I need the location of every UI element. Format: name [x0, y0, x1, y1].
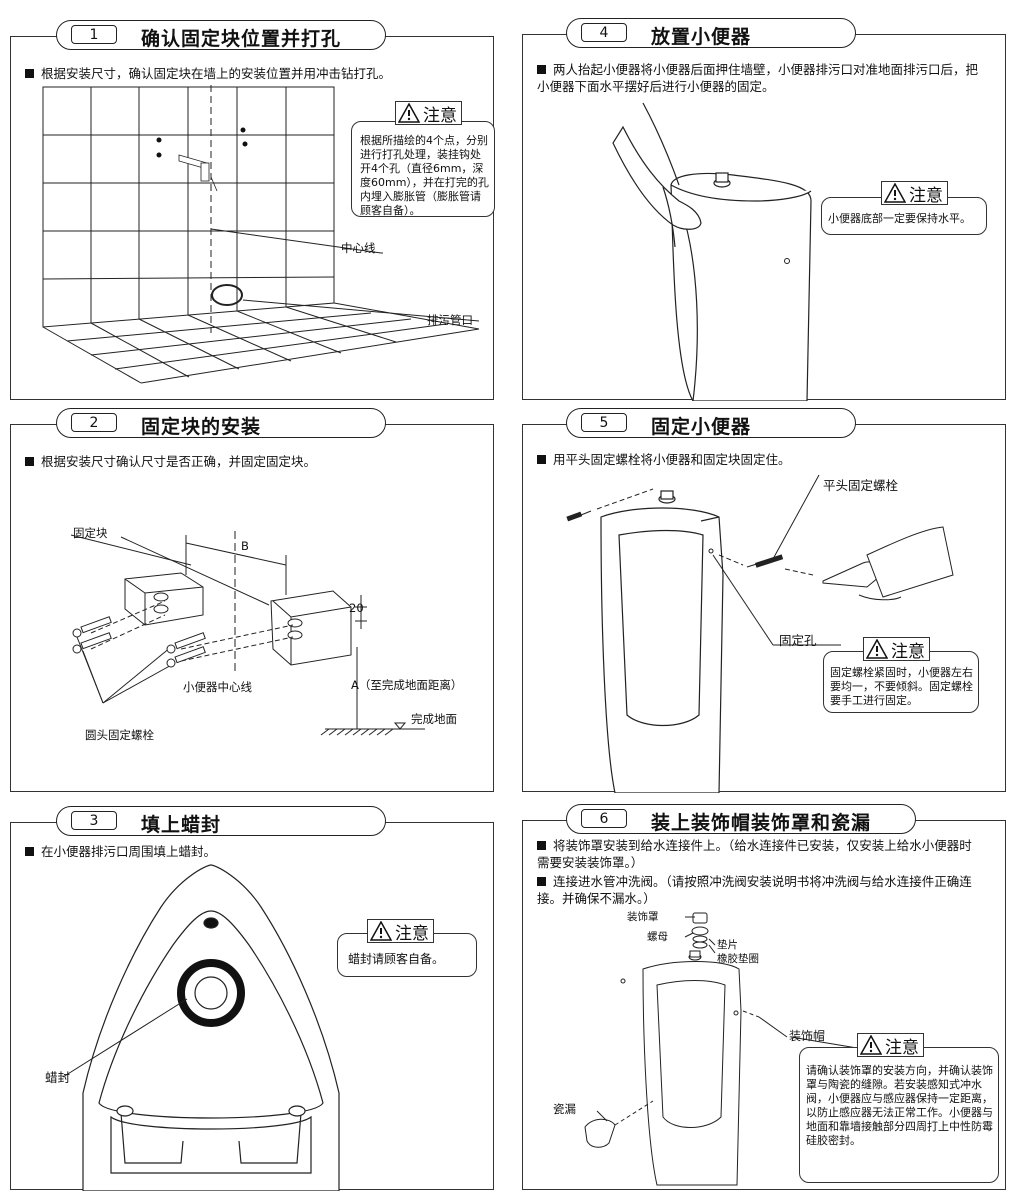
- bullet-icon: [25, 457, 34, 466]
- dimension-b-label: B: [241, 539, 249, 553]
- bullet-icon: [537, 841, 546, 850]
- wall-grid-illustration: [42, 85, 480, 384]
- block-label: 固定块: [73, 526, 108, 540]
- warning-icon: [860, 1035, 882, 1055]
- bullet-icon: [537, 877, 546, 886]
- note-text: 根据所描绘的4个点，分别进行打孔处理，装挂钩处开4个孔（直径6mm，深度60mm…: [360, 134, 489, 217]
- accessories-illustration: [584, 912, 864, 1186]
- urinal-placement-illustration: [612, 102, 812, 401]
- warning-icon: [866, 639, 888, 659]
- step-4-text: 两人抬起小便器将小便器后面押住墙壁，小便器排污口对准地面排污口后，把小便器下面水…: [537, 62, 979, 94]
- step-1-note: 根据所描绘的4个点，分别进行打孔处理，装挂钩处开4个孔（直径6mm，深度60mm…: [351, 121, 495, 217]
- note-text: 蜡封请顾客自备。: [348, 952, 445, 966]
- step-1-panel: 根据安装尺寸，确认固定块在墙上的安装位置并用冲击钻打孔。 中心线 排污管口 根据…: [10, 36, 495, 400]
- step-title: 固定块的安装: [141, 416, 262, 438]
- note-tag: 注意: [367, 919, 434, 944]
- step-number: 1: [71, 25, 117, 44]
- warning-icon: [370, 921, 392, 941]
- step-number: 4: [581, 23, 627, 42]
- rubber-washer-label: 橡胶垫圈: [717, 953, 759, 965]
- step-6-note: 请确认装饰罩的安装方向，并确认装饰罩与陶瓷的缝隙。若安装感知式冲水阀，小便器应与…: [799, 1047, 999, 1183]
- step-title: 固定小便器: [651, 416, 752, 438]
- step-2-header: 2 固定块的安装: [56, 408, 386, 438]
- drain-label: 排污管口: [427, 313, 473, 327]
- note-tag: 注意: [857, 1033, 924, 1058]
- note-tag: 注意: [863, 637, 930, 662]
- warning-icon: [884, 183, 906, 203]
- note-text: 请确认装饰罩的安装方向，并确认装饰罩与陶瓷的缝隙。若安装感知式冲水阀，小便器应与…: [806, 1064, 993, 1147]
- bolt-label: 平头固定螺栓: [823, 478, 899, 493]
- step-3-header: 3 填上蜡封: [56, 806, 386, 836]
- step-2-panel: 根据安装尺寸确认尺寸是否正确，并固定固定块。: [10, 424, 494, 792]
- floor-label: 完成地面: [411, 712, 457, 726]
- urinal-fixing-illustration: [566, 474, 954, 793]
- step-1-header: 1 确认固定块位置并打孔: [56, 20, 386, 50]
- bullet-icon: [537, 455, 546, 464]
- fixing-block-illustration: [70, 531, 425, 736]
- nut-label: 螺母: [647, 931, 668, 943]
- step-5-header: 5 固定小便器: [566, 408, 856, 438]
- step-4-panel: 两人抬起小便器将小便器后面押住墙壁，小便器排污口对准地面排污口后，把小便器下面水…: [522, 34, 1006, 401]
- note-text: 固定螺栓紧固时，小便器左右要均一，不要倾斜。固定螺栓要手工进行固定。: [830, 666, 973, 707]
- step-title: 放置小便器: [651, 26, 752, 48]
- step-title: 确认固定块位置并打孔: [141, 28, 342, 50]
- step-title: 装上装饰帽装饰罩和瓷漏: [651, 812, 872, 834]
- step-number: 2: [71, 413, 117, 432]
- step-4-header: 4 放置小便器: [566, 18, 856, 48]
- dimension-a-label: A（至完成地面距离）: [351, 678, 463, 692]
- wax-seal-label: 蜡封: [45, 1070, 71, 1085]
- step-3-text: 在小便器排污口周围填上蜡封。: [25, 843, 485, 860]
- step-number: 3: [71, 811, 117, 830]
- step-3-panel: 在小便器排污口周围填上蜡封。 蜡封 蜡封请顾客自备。 注意: [10, 822, 494, 1191]
- bullet-icon: [25, 69, 34, 78]
- centerline-label: 中心线: [341, 241, 376, 255]
- note-tag: 注意: [395, 101, 462, 126]
- bolt-label: 圆头固定螺栓: [85, 728, 154, 742]
- step-6-panel: 将装饰罩安装到给水连接件上。（给水连接件已安装，仅安装上给水小便器时需要安装装饰…: [522, 820, 1006, 1190]
- funnel-label: 瓷漏: [553, 1102, 576, 1116]
- fixing-hole-label: 固定孔: [779, 633, 817, 648]
- dimension-20-label: 20: [349, 601, 364, 615]
- step-number: 6: [581, 809, 627, 828]
- step-number: 5: [581, 413, 627, 432]
- cap-label: 装饰帽: [789, 1029, 826, 1043]
- washer-label: 垫片: [717, 939, 738, 951]
- step-2-text: 根据安装尺寸确认尺寸是否正确，并固定固定块。: [25, 453, 485, 470]
- step-6-header: 6 装上装饰帽装饰罩和瓷漏: [566, 804, 916, 834]
- wax-seal-illustration: [62, 864, 340, 1191]
- note-text: 小便器底部一定要保持水平。: [828, 212, 971, 225]
- warning-icon: [398, 103, 420, 123]
- step-5-text: 用平头固定螺栓将小便器和固定块固定住。: [537, 451, 997, 468]
- centerline-label: 小便器中心线: [183, 680, 252, 694]
- step-6-text-1: 将装饰罩安装到给水连接件上。（给水连接件已安装，仅安装上给水小便器时需要安装装饰…: [537, 838, 972, 870]
- step-1-text: 根据安装尺寸，确认固定块在墙上的安装位置并用冲击钻打孔。: [25, 65, 485, 82]
- cover-label: 装饰罩: [627, 911, 659, 923]
- step-5-note: 固定螺栓紧固时，小便器左右要均一，不要倾斜。固定螺栓要手工进行固定。: [823, 651, 979, 713]
- step-5-panel: 用平头固定螺栓将小便器和固定块固定住。 平头固定螺栓 固定孔 固定螺栓紧固时，小…: [522, 424, 1006, 793]
- step-6-text-2: 连接进水管冲洗阀。（请按照冲洗阀安装说明书将冲洗阀与给水连接件正确连接。并确保不…: [537, 874, 972, 906]
- step-title: 填上蜡封: [141, 814, 222, 836]
- bullet-icon: [25, 847, 34, 856]
- note-tag: 注意: [881, 181, 948, 206]
- bullet-icon: [537, 65, 546, 74]
